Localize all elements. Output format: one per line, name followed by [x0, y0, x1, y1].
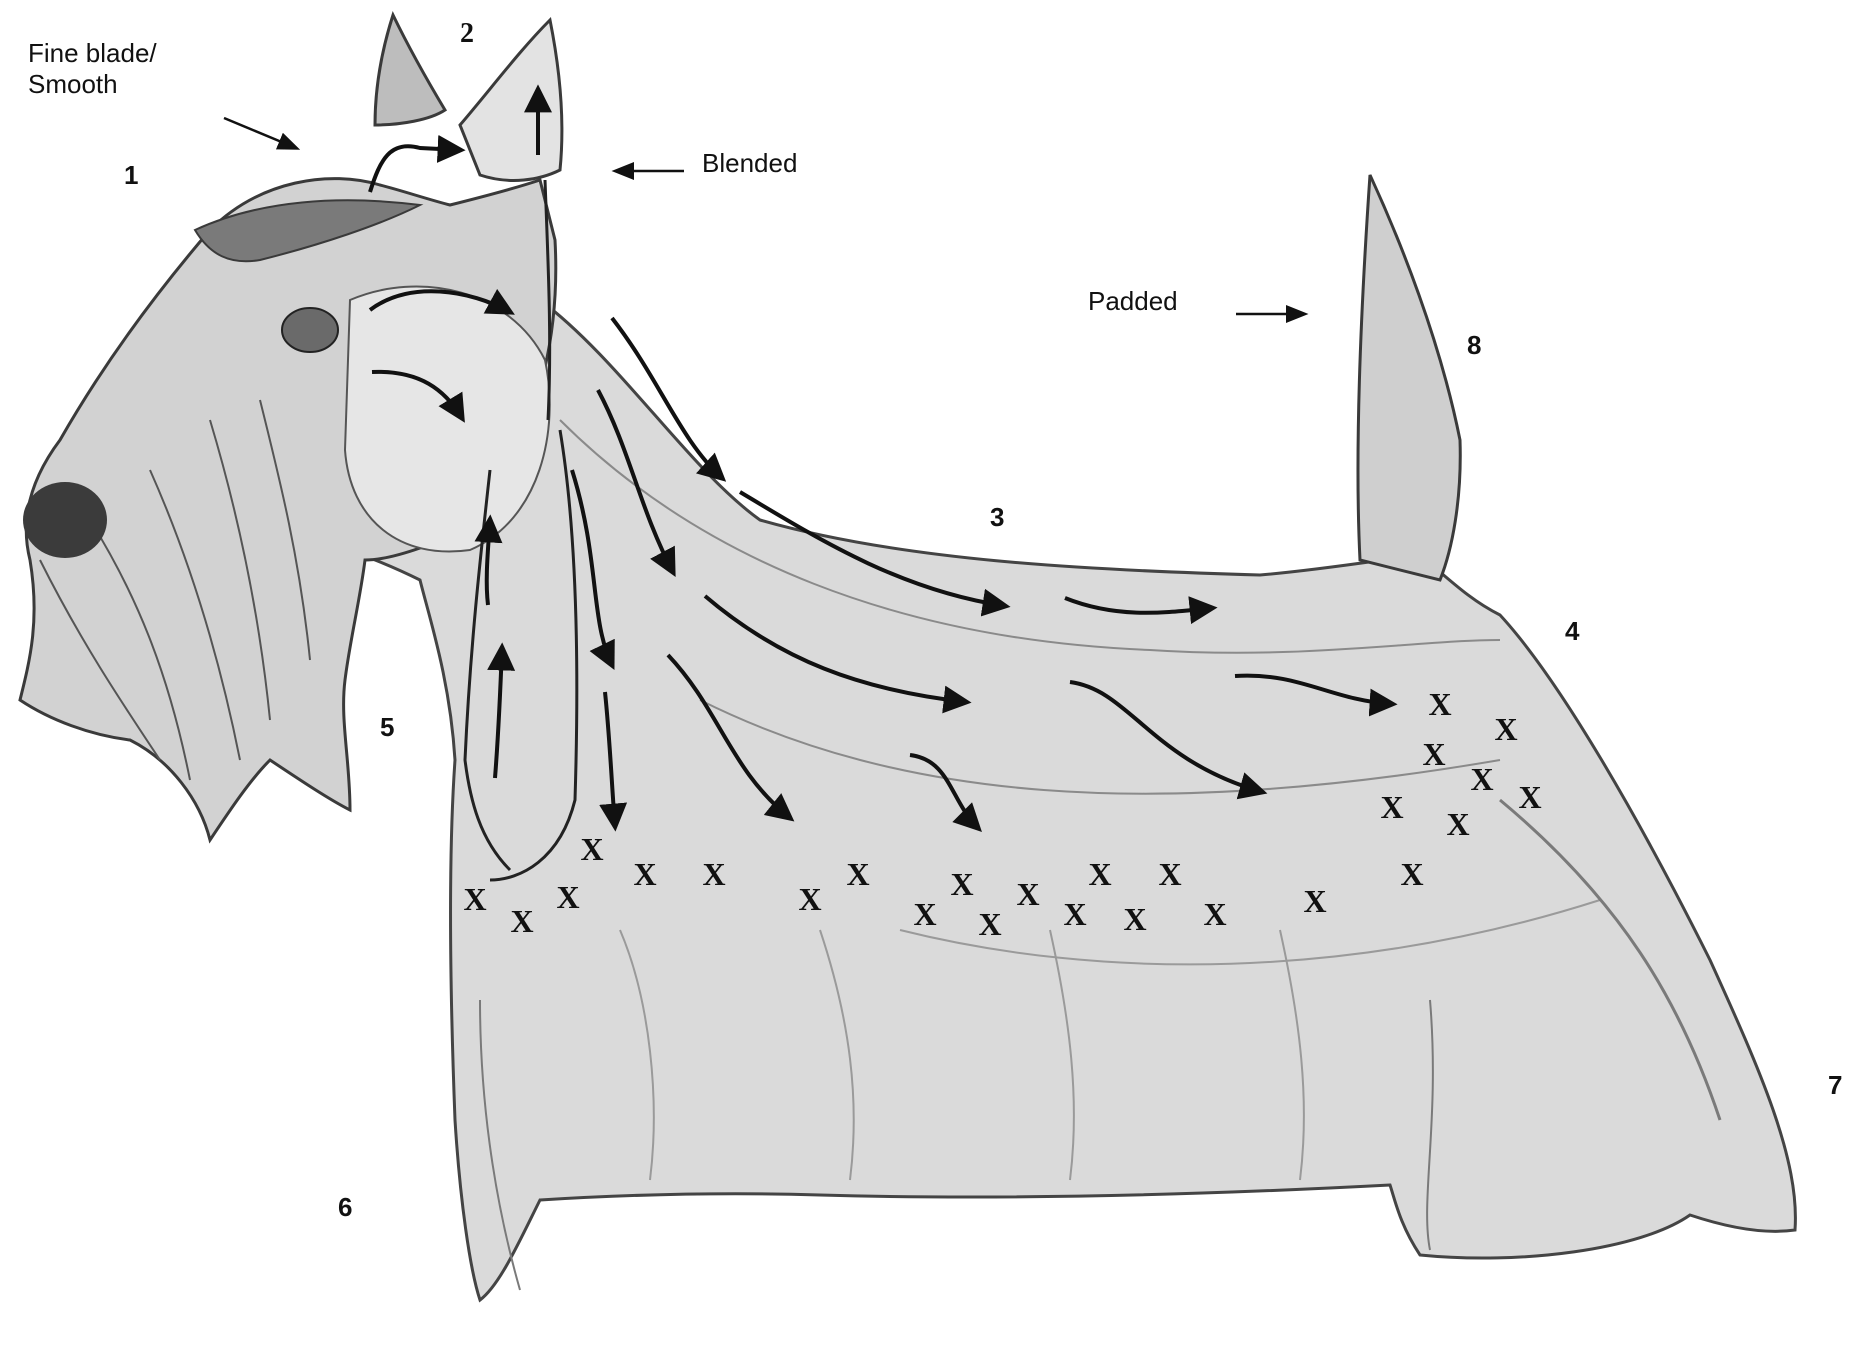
- x-mark-8: X: [846, 856, 869, 892]
- x-mark-11: X: [978, 906, 1001, 942]
- dog-tail: [1358, 175, 1460, 580]
- x-mark-1: X: [463, 881, 486, 917]
- x-mark-19: X: [1400, 856, 1423, 892]
- x-mark-14: X: [1088, 856, 1111, 892]
- x-mark-20: X: [1428, 686, 1451, 722]
- x-mark-6: X: [702, 856, 725, 892]
- x-mark-15: X: [1123, 901, 1146, 937]
- x-mark-18: X: [1303, 883, 1326, 919]
- x-mark-10: X: [950, 866, 973, 902]
- x-mark-16: X: [1158, 856, 1181, 892]
- x-mark-9: X: [913, 896, 936, 932]
- x-mark-21: X: [1494, 711, 1517, 747]
- x-mark-24: X: [1518, 779, 1541, 815]
- dog-ear-right: [460, 20, 562, 180]
- x-mark-2: X: [510, 903, 533, 939]
- area-number-2: 2: [460, 18, 474, 50]
- area-number-5: 5: [380, 712, 394, 743]
- area-number-8: 8: [1467, 330, 1481, 361]
- blended-pointer-arrow: [608, 158, 688, 188]
- x-mark-12: X: [1016, 876, 1039, 912]
- x-mark-25: X: [1380, 789, 1403, 825]
- x-mark-23: X: [1470, 761, 1493, 797]
- x-mark-17: X: [1203, 896, 1226, 932]
- label-blended: Blended: [702, 148, 797, 179]
- dog-ear-left: [375, 15, 445, 125]
- area-number-3: 3: [990, 502, 1004, 533]
- x-mark-22: X: [1422, 736, 1445, 772]
- area-number-1: 1: [124, 160, 138, 191]
- x-mark-4: X: [580, 831, 603, 867]
- x-mark-3: X: [556, 879, 579, 915]
- area-number-4: 4: [1565, 616, 1579, 647]
- padded-pointer-arrow: [1234, 300, 1314, 330]
- label-padded: Padded: [1088, 286, 1178, 317]
- x-mark-26: X: [1446, 806, 1469, 842]
- area-number-7: 7: [1828, 1070, 1842, 1101]
- area-number-6: 6: [338, 1192, 352, 1223]
- dog-nose: [23, 482, 107, 558]
- fine-blade-pointer-arrow: [220, 110, 310, 160]
- dog-body: [350, 300, 1795, 1300]
- x-mark-7: X: [798, 881, 821, 917]
- x-mark-13: X: [1063, 896, 1086, 932]
- dog-eye: [282, 308, 338, 352]
- x-mark-5: X: [633, 856, 656, 892]
- label-fine-blade-smooth: Fine blade/ Smooth: [28, 38, 157, 100]
